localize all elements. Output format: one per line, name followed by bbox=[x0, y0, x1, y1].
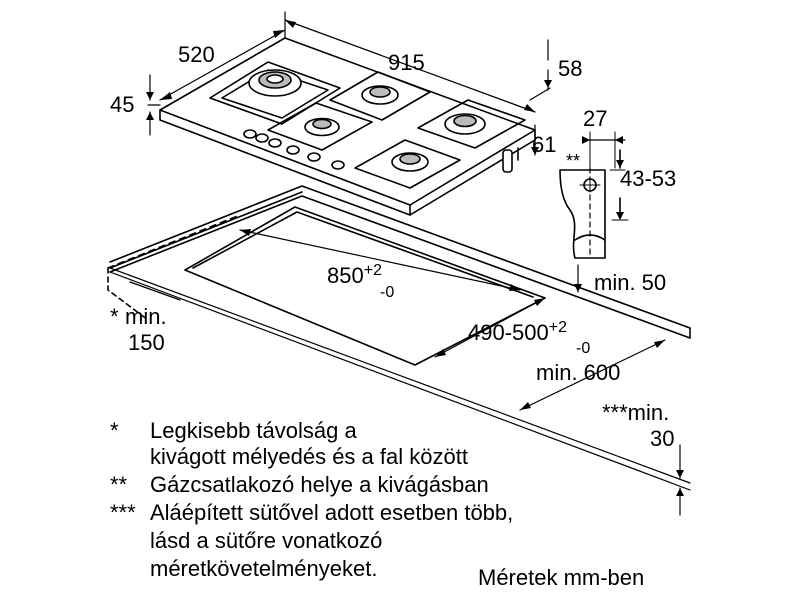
dim-cutout-depth-main: 490-500 bbox=[468, 320, 549, 345]
burner-front-right bbox=[354, 139, 461, 189]
note-3-mark: *** bbox=[110, 500, 136, 525]
bracket-arrows bbox=[582, 136, 624, 220]
burner-wok bbox=[209, 61, 341, 125]
note-1-line-1: Legkisebb távolság a bbox=[150, 418, 357, 443]
dim-hob-width: 915 bbox=[388, 50, 425, 75]
dim-cutout-width-plus: +2 bbox=[363, 262, 382, 279]
dim-cutout-width-minus: -0 bbox=[380, 284, 395, 301]
dim-min-below-value: 30 bbox=[650, 426, 675, 451]
burner-rear-right bbox=[417, 99, 526, 149]
dim-min-rear: min. 50 bbox=[594, 270, 667, 295]
burner-rear-middle bbox=[329, 71, 431, 121]
dim-min-below-label: ***min. bbox=[602, 400, 670, 425]
dim-cutout-width: 850+2 bbox=[327, 262, 382, 290]
worktop bbox=[109, 185, 691, 339]
note-3-line-1: Aláépített sütővel adott esetben több, bbox=[150, 500, 514, 525]
dim-min-side-star: * bbox=[110, 304, 119, 329]
note-3-line-2: lásd a sütőre vonatkozó bbox=[150, 528, 383, 553]
dim-thickness-total: 58 bbox=[558, 56, 583, 81]
dim-min-side-value: 150 bbox=[128, 330, 165, 355]
note-2-mark: ** bbox=[110, 472, 128, 497]
dim-hob-depth: 520 bbox=[178, 42, 215, 67]
dim-min-depth: min. 600 bbox=[536, 360, 621, 385]
control-knobs bbox=[243, 129, 345, 170]
note-1-mark: * bbox=[110, 418, 119, 443]
note-2-line-1: Gázcsatlakozó helye a kivágásban bbox=[150, 472, 489, 497]
dim-bracket-doublestar: ** bbox=[566, 151, 581, 171]
dimension-lines bbox=[109, 11, 691, 516]
dim-cutout-depth-plus: +2 bbox=[548, 319, 567, 336]
note-1-line-2: kivágott mélyedés és a fal között bbox=[150, 444, 468, 469]
dim-counter-thickness: 43-53 bbox=[620, 166, 677, 191]
bracket-detail bbox=[559, 131, 629, 259]
dim-front-edge: 61 bbox=[532, 132, 557, 157]
dim-cutout-depth: 490-500+2 bbox=[468, 319, 567, 347]
dim-cutout-depth-minus: -0 bbox=[576, 340, 591, 357]
burner-front-left bbox=[267, 102, 373, 151]
dim-cutout-width-main: 850 bbox=[327, 263, 364, 288]
arrow-heads bbox=[146, 20, 684, 496]
dim-thickness-glass: 45 bbox=[110, 92, 135, 117]
dim-bracket-width: 27 bbox=[583, 106, 608, 131]
note-3-line-3: méretkövetelményeket. bbox=[150, 556, 378, 581]
units-label: Méretek mm-ben bbox=[478, 565, 645, 590]
dim-min-side: min. bbox=[125, 304, 167, 329]
wall-line-dashed bbox=[107, 214, 241, 269]
